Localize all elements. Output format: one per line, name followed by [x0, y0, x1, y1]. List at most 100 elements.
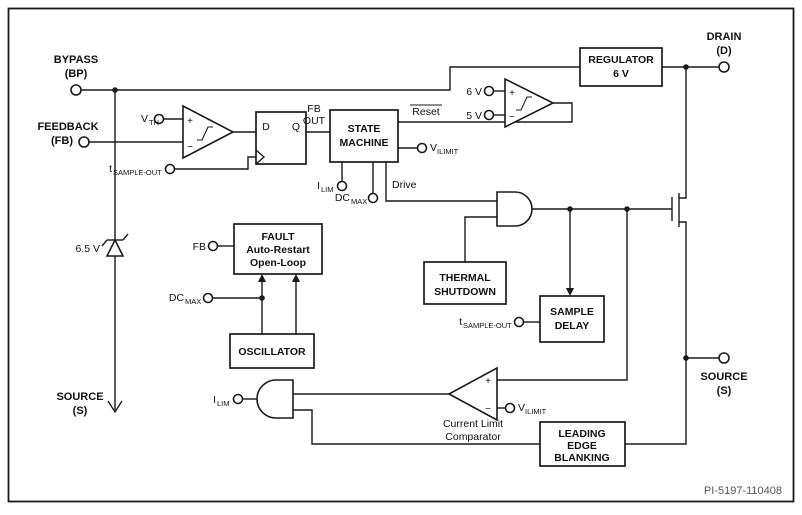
dcmax-label-sub: MAX [185, 297, 201, 306]
gate-drive-and-gate [496, 191, 533, 227]
reset-wire [398, 102, 573, 123]
feedback-pin-terminal [78, 136, 90, 148]
dcmax-label: DC [335, 192, 351, 204]
regulator-label: 6 V [613, 68, 629, 80]
source-pin-label: (S) [717, 385, 732, 397]
source-pin-terminal [718, 352, 730, 364]
sample-delay-arrow-icon [566, 288, 574, 296]
sample-delay-label: DELAY [555, 320, 590, 332]
thermal-label: SHUTDOWN [434, 286, 496, 298]
regulator-block [579, 47, 663, 87]
tsample-clock-wire [175, 156, 256, 170]
dcmax-label-sub: MAX [351, 197, 367, 206]
ilim-net-terminal [232, 393, 244, 405]
vilimit-net-terminal [416, 142, 428, 154]
source-pin-label: SOURCE [700, 371, 747, 383]
ilim-label: I [317, 180, 320, 192]
vth-label: V [141, 113, 148, 125]
leb-label: BLANKING [554, 452, 609, 464]
bypass-to-regulator-wire [81, 66, 580, 91]
plus-sign: + [187, 116, 193, 127]
vilimit-label-sub: ILIMIT [437, 147, 459, 156]
hysteresis-icon [516, 96, 532, 111]
drain-pin-label: (D) [716, 45, 732, 57]
current-sense-wire [497, 209, 628, 381]
fault-label: FAULT [261, 231, 295, 243]
junction-dot [683, 355, 689, 361]
thermal-shutdown-block [423, 261, 507, 305]
state-machine-block [329, 109, 399, 163]
junction-dot [112, 87, 118, 93]
fault-label: Open-Loop [250, 257, 306, 269]
ilim-label-sub: LIM [321, 185, 334, 194]
current-limit-comparator-label: Current Limit [443, 418, 503, 430]
bypass-pin-label: BYPASS [54, 54, 98, 66]
ilim-net-terminal [336, 180, 348, 192]
thermal-wire [464, 216, 497, 262]
plus-sign: + [485, 376, 491, 387]
tsample-net-terminal [513, 316, 525, 328]
fb-out-label: OUT [303, 115, 326, 127]
oscillator-fault-arrow-1-icon [258, 274, 266, 282]
dcmax-label: DC [169, 292, 185, 304]
state-machine-label: MACHINE [340, 137, 389, 149]
zener-triangle [105, 238, 125, 257]
vth-net-terminal [153, 113, 165, 125]
tsample-label: t [459, 316, 462, 328]
bypass-comparator [504, 77, 555, 129]
tsample-label-sub: SAMPLE-OUT [113, 168, 162, 177]
junction-dot [683, 64, 689, 70]
reset-label: Reset [412, 106, 440, 118]
junction-dot [567, 206, 573, 212]
fault-label: Auto-Restart [246, 244, 310, 256]
fb-out-label: FB [307, 103, 320, 115]
current-limit-and-gate [256, 379, 294, 419]
figure-id: PI-5197-110408 [704, 485, 782, 497]
dff-d-label: D [262, 121, 270, 133]
vth-label-sub: TH [149, 118, 159, 127]
tsample-label: t [109, 163, 112, 175]
mosfet-symbol [671, 193, 680, 227]
drain-pin-label: DRAIN [707, 31, 742, 43]
drive-wire [385, 162, 497, 202]
source-pin-label: (S) [73, 405, 88, 417]
drain-pin-terminal [718, 61, 730, 73]
drive-label: Drive [392, 179, 417, 191]
regulator-label: REGULATOR [588, 54, 654, 66]
feedback-comparator [182, 104, 235, 160]
leb-output-wire [293, 409, 540, 445]
current-limit-comparator [447, 366, 498, 422]
d-flipflop-block [255, 111, 307, 165]
oscillator-fault-arrow-2-icon [292, 274, 300, 282]
ilim-label: I [213, 394, 216, 406]
current-limit-comparator-label: Comparator [445, 431, 501, 443]
leading-edge-blanking-block [539, 421, 626, 467]
fault-block [233, 223, 323, 275]
dff-q-label: Q [292, 121, 300, 133]
ilim-label-sub: LIM [217, 399, 230, 408]
leb-label: LEADING [558, 428, 605, 440]
ref-5v-label: 5 V [466, 110, 482, 122]
oscillator-label: OSCILLATOR [238, 346, 306, 358]
minus-sign: − [187, 142, 193, 153]
ref-6v-label: 6 V [466, 86, 482, 98]
state-machine-label: STATE [348, 123, 381, 135]
zener-hook-left [101, 239, 108, 247]
zener-diode [101, 233, 129, 257]
junction-dot [259, 295, 265, 301]
mosfet-drain-wire [679, 67, 687, 199]
junction-dot [624, 206, 630, 212]
zener-hook-right [122, 233, 129, 241]
source-arrow-icon [107, 400, 123, 414]
sample-delay-block [539, 295, 605, 343]
fb-net-terminal [207, 240, 219, 252]
vilimit-label: V [518, 402, 525, 414]
thermal-label: THERMAL [439, 272, 491, 284]
fb-label: FB [193, 241, 206, 253]
hysteresis-icon [197, 126, 213, 141]
feedback-pin-label: FEEDBACK [37, 121, 98, 133]
source-pin-label: SOURCE [56, 391, 103, 403]
tsample-label-sub: SAMPLE-OUT [463, 321, 512, 330]
